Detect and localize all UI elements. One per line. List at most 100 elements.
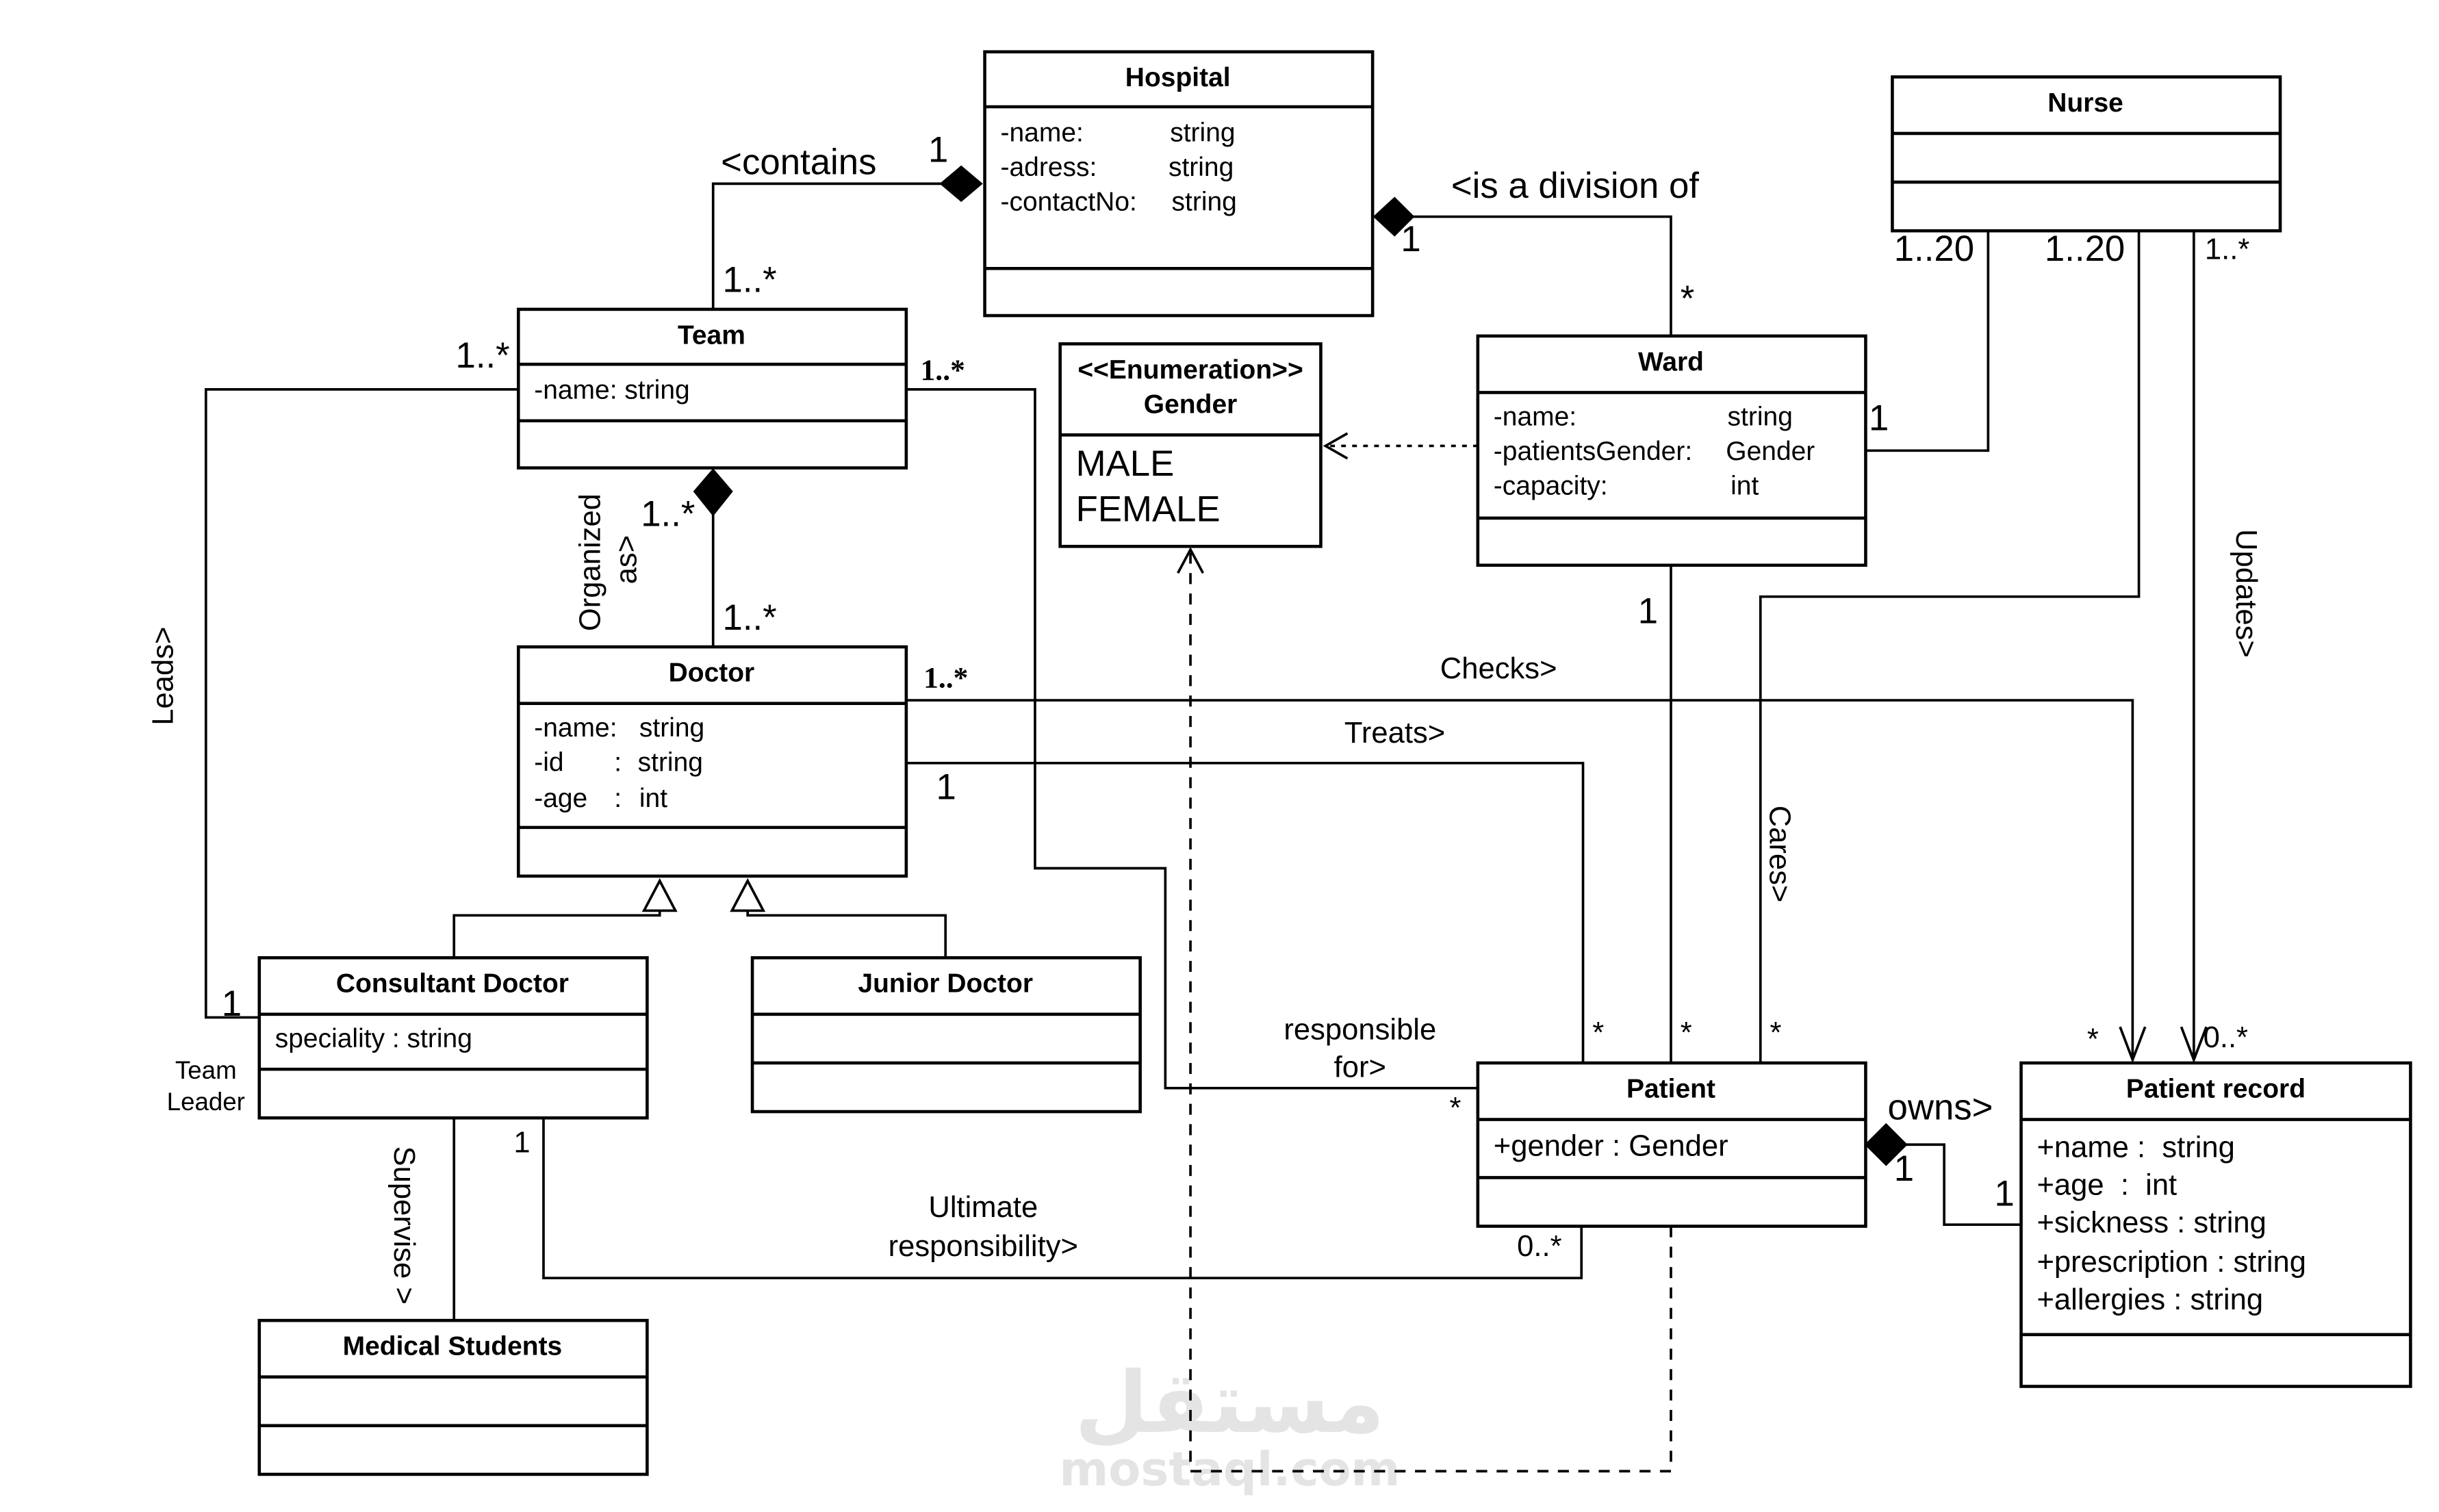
association-label-updates: Updates> <box>2230 529 2262 658</box>
ultimate-line[interactable] <box>542 1118 1583 1280</box>
attribute-name: -capacity: <box>1494 472 1608 501</box>
attribute: +age : int <box>2036 1169 2177 1202</box>
association-label-leads: Leads> <box>147 627 180 726</box>
class-patient[interactable]: Patient +gender : Gender <box>1476 1061 1867 1228</box>
association-label-ultimate: Ultimate <box>928 1191 1038 1224</box>
attribute-name: -contactNo: <box>1001 187 1137 216</box>
multiplicity: 1 <box>222 984 242 1024</box>
attribute: +allergies : string <box>2036 1283 2263 1316</box>
multiplicity: 1 <box>513 1127 530 1159</box>
association-label-cares: Cares> <box>1763 806 1796 903</box>
association-label-responsible-line2: for> <box>1334 1051 1386 1084</box>
attribute-name: -id <box>534 747 563 777</box>
attribute-type: string <box>1169 153 1234 182</box>
class-name: Team <box>678 320 745 350</box>
attribute-type: int <box>1731 472 1759 501</box>
attribute-type: string <box>639 713 704 743</box>
nurse-ward-line[interactable] <box>1865 231 1990 452</box>
generalization-line-consultant[interactable] <box>452 910 661 958</box>
association-label-checks: Checks> <box>1440 652 1557 685</box>
owns-line[interactable] <box>1903 1143 2021 1227</box>
open-arrow-icon <box>2180 1026 2208 1064</box>
multiplicity: * <box>1681 1016 1692 1049</box>
association-label-contains: <contains <box>721 142 876 183</box>
class-name: Ward <box>1638 347 1704 376</box>
class-name: Medical Students <box>343 1332 563 1361</box>
responsible-line[interactable] <box>906 388 1478 1090</box>
class-name: Nurse <box>2047 88 2123 118</box>
multiplicity: 1..20 <box>2045 229 2125 269</box>
attribute-type: int <box>639 784 667 813</box>
division-line[interactable] <box>1412 215 1672 336</box>
checks-line[interactable] <box>906 699 2134 1060</box>
contains-line[interactable] <box>711 182 947 309</box>
attribute-type: string <box>638 747 703 777</box>
composition-diamond-icon <box>1864 1123 1908 1166</box>
multiplicity: 1 <box>1894 1149 1914 1189</box>
class-team[interactable]: Team -name: string <box>516 307 908 470</box>
open-arrow-icon <box>2119 1026 2147 1064</box>
attribute: speciality : string <box>275 1024 472 1053</box>
multiplicity: 1 <box>928 129 948 170</box>
association-label-responsible: responsible <box>1284 1014 1436 1047</box>
multiplicity: 1 <box>1401 219 1420 259</box>
class-junior-doctor[interactable]: Junior Doctor <box>750 956 1142 1114</box>
treats-line[interactable] <box>906 761 1585 1063</box>
class-doctor[interactable]: Doctor -name: string -id : string -age :… <box>516 645 908 878</box>
multiplicity: 1..* <box>722 598 776 638</box>
association-label-owns: owns> <box>1888 1088 1993 1128</box>
attribute: -name: string <box>534 376 690 405</box>
attribute: +sickness : string <box>2036 1207 2266 1240</box>
class-hospital[interactable]: Hospital -name: string -adress: string -… <box>983 50 1375 318</box>
attribute-name: -name: <box>1001 118 1084 147</box>
role-label: Team <box>175 1056 237 1084</box>
association-label-supervise: Supervise > <box>387 1146 420 1305</box>
generalization-triangle-icon <box>641 877 678 912</box>
role-label: Leader <box>167 1088 245 1116</box>
dependency-line[interactable] <box>1189 552 1672 1473</box>
generalization-triangle-icon <box>730 877 766 912</box>
composition-diamond-icon <box>939 165 983 203</box>
open-arrow-icon <box>1323 432 1349 460</box>
class-nurse[interactable]: Nurse <box>1891 75 2282 233</box>
association-label-organized: Organized <box>574 494 607 631</box>
class-patient-record[interactable]: Patient record +name : string +age : int… <box>2019 1061 2412 1388</box>
multiplicity: * <box>2087 1023 2099 1055</box>
attribute-type: string <box>1728 402 1793 432</box>
multiplicity: 1..* <box>2205 233 2249 266</box>
leads-line[interactable] <box>204 388 519 1019</box>
multiplicity: 0..* <box>1517 1230 1561 1263</box>
composition-diamond-icon <box>1372 196 1415 237</box>
multiplicity: 1..* <box>921 354 965 387</box>
class-name: Patient record <box>2126 1074 2306 1103</box>
class-ward[interactable]: Ward -name: string -patientsGender: Gend… <box>1476 334 1867 567</box>
multiplicity: * <box>1681 279 1695 319</box>
class-name: Gender <box>1144 389 1237 419</box>
multiplicity: * <box>1770 1016 1782 1049</box>
class-medical-students[interactable]: Medical Students <box>257 1318 649 1476</box>
multiplicity: 1 <box>1995 1174 2015 1214</box>
class-name: Hospital <box>1125 63 1231 92</box>
cares-line[interactable] <box>1759 231 2141 1063</box>
connectors <box>204 165 2208 1473</box>
attribute-separator: : <box>614 784 622 813</box>
multiplicity: 1..* <box>456 335 510 376</box>
stereotype: <<Enumeration>> <box>1077 355 1303 385</box>
class-consultant-doctor[interactable]: Consultant Doctor speciality : string <box>257 956 649 1120</box>
association-labels: <contains 1 1..* <is a division of 1 * O… <box>147 129 2262 1305</box>
association-label-ultimate-line2: responsibility> <box>889 1230 1078 1263</box>
multiplicity: * <box>1450 1092 1461 1125</box>
association-label-treats: Treats> <box>1344 717 1445 749</box>
enum-literal: FEMALE <box>1076 489 1221 530</box>
generalization-line-junior[interactable] <box>746 910 947 958</box>
class-gender-enumeration[interactable]: <<Enumeration>> Gender MALE FEMALE <box>1058 342 1323 548</box>
attribute: +prescription : string <box>2036 1246 2306 1279</box>
multiplicity: 0..* <box>2204 1021 2248 1054</box>
attribute-name: -patientsGender: <box>1494 437 1692 466</box>
attribute-type: Gender <box>1726 437 1815 466</box>
open-arrow-icon <box>1177 546 1205 574</box>
association-label-organized-line2: as> <box>610 535 643 584</box>
enum-literal: MALE <box>1076 444 1175 484</box>
class-name: Junior Doctor <box>858 969 1033 999</box>
multiplicity: 1..* <box>923 662 968 695</box>
